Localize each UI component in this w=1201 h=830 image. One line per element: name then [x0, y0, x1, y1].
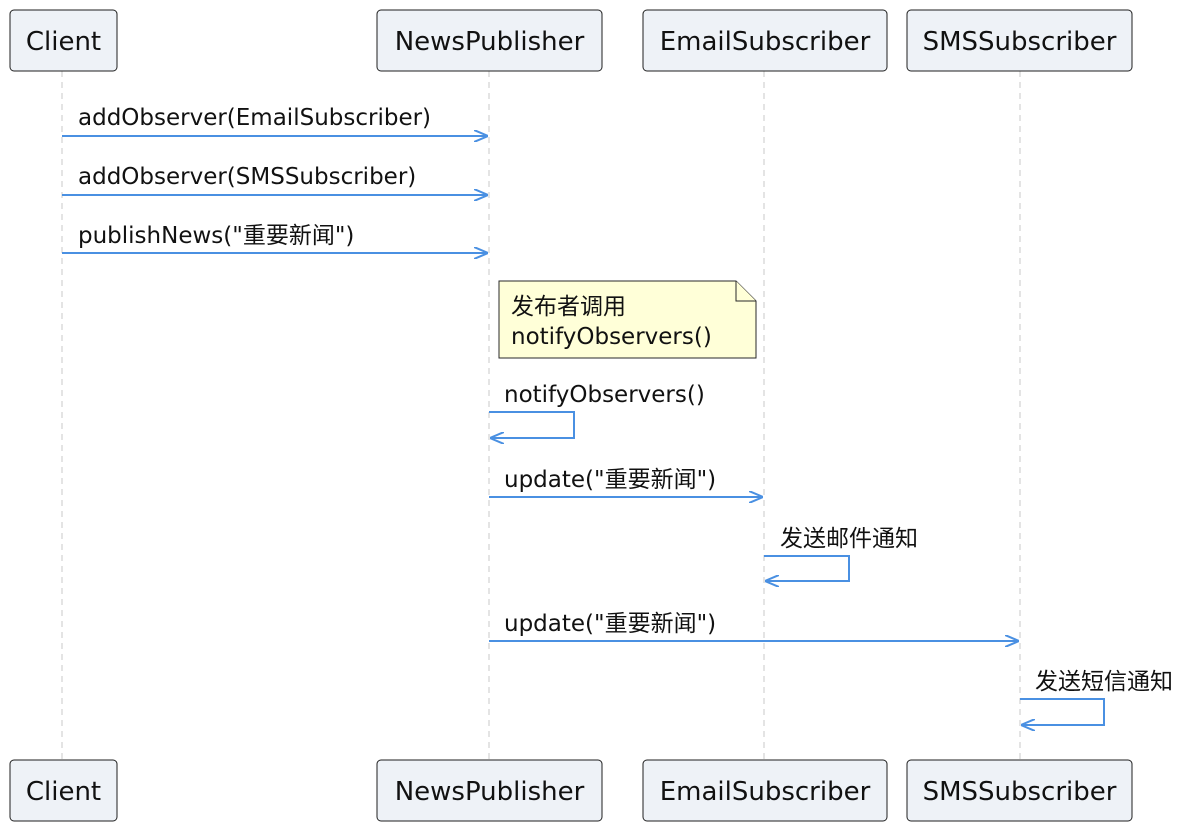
- message-arrow: [1020, 698, 1105, 725]
- note-fold: [735, 281, 756, 302]
- participant-label: NewsPublisher: [395, 27, 585, 57]
- note-shape: [498, 280, 757, 359]
- participant-newspublisher-top: NewsPublisher: [376, 9, 603, 72]
- participant-newspublisher-bottom: NewsPublisher: [376, 759, 603, 822]
- note-line-1: 发布者调用: [511, 294, 626, 320]
- message-label: update("重要新闻"): [504, 611, 716, 637]
- message-arrow: [764, 555, 850, 581]
- message-arrow: [489, 411, 575, 438]
- participant-emailsubscriber-top: EmailSubscriber: [642, 9, 888, 72]
- participant-client-top: Client: [9, 9, 118, 72]
- message-add-observer-sms: addObserver(SMSSubscriber): [62, 164, 487, 195]
- note-publisher-calls: 发布者调用 notifyObservers(): [498, 280, 757, 359]
- message-label: publishNews("重要新闻"): [78, 223, 354, 249]
- participant-label: EmailSubscriber: [660, 777, 871, 807]
- message-publish-news: publishNews("重要新闻"): [62, 223, 487, 253]
- participant-client-bottom: Client: [9, 759, 118, 822]
- participant-label: NewsPublisher: [395, 777, 585, 807]
- participant-label: Client: [26, 27, 101, 57]
- message-label: notifyObservers(): [504, 382, 705, 408]
- participant-smssubscriber-bottom: SMSSubscriber: [906, 759, 1133, 822]
- message-update-email: update("重要新闻"): [489, 467, 762, 497]
- message-send-sms: 发送短信通知: [1020, 669, 1173, 725]
- participant-label: SMSSubscriber: [923, 27, 1117, 57]
- message-label: addObserver(EmailSubscriber): [78, 105, 431, 131]
- participant-label: SMSSubscriber: [923, 777, 1117, 807]
- participant-emailsubscriber-bottom: EmailSubscriber: [642, 759, 888, 822]
- message-send-email: 发送邮件通知: [764, 526, 918, 581]
- participant-smssubscriber-top: SMSSubscriber: [906, 9, 1133, 72]
- participant-label: EmailSubscriber: [660, 27, 871, 57]
- message-label: 发送短信通知: [1035, 669, 1173, 695]
- participant-label: Client: [26, 777, 101, 807]
- message-label: 发送邮件通知: [780, 526, 918, 552]
- message-label: addObserver(SMSSubscriber): [78, 164, 416, 190]
- message-add-observer-email: addObserver(EmailSubscriber): [62, 105, 487, 136]
- message-label: update("重要新闻"): [504, 467, 716, 493]
- message-notify-observers: notifyObservers(): [489, 382, 705, 438]
- note-line-2: notifyObservers(): [511, 324, 712, 350]
- message-update-sms: update("重要新闻"): [489, 611, 1018, 641]
